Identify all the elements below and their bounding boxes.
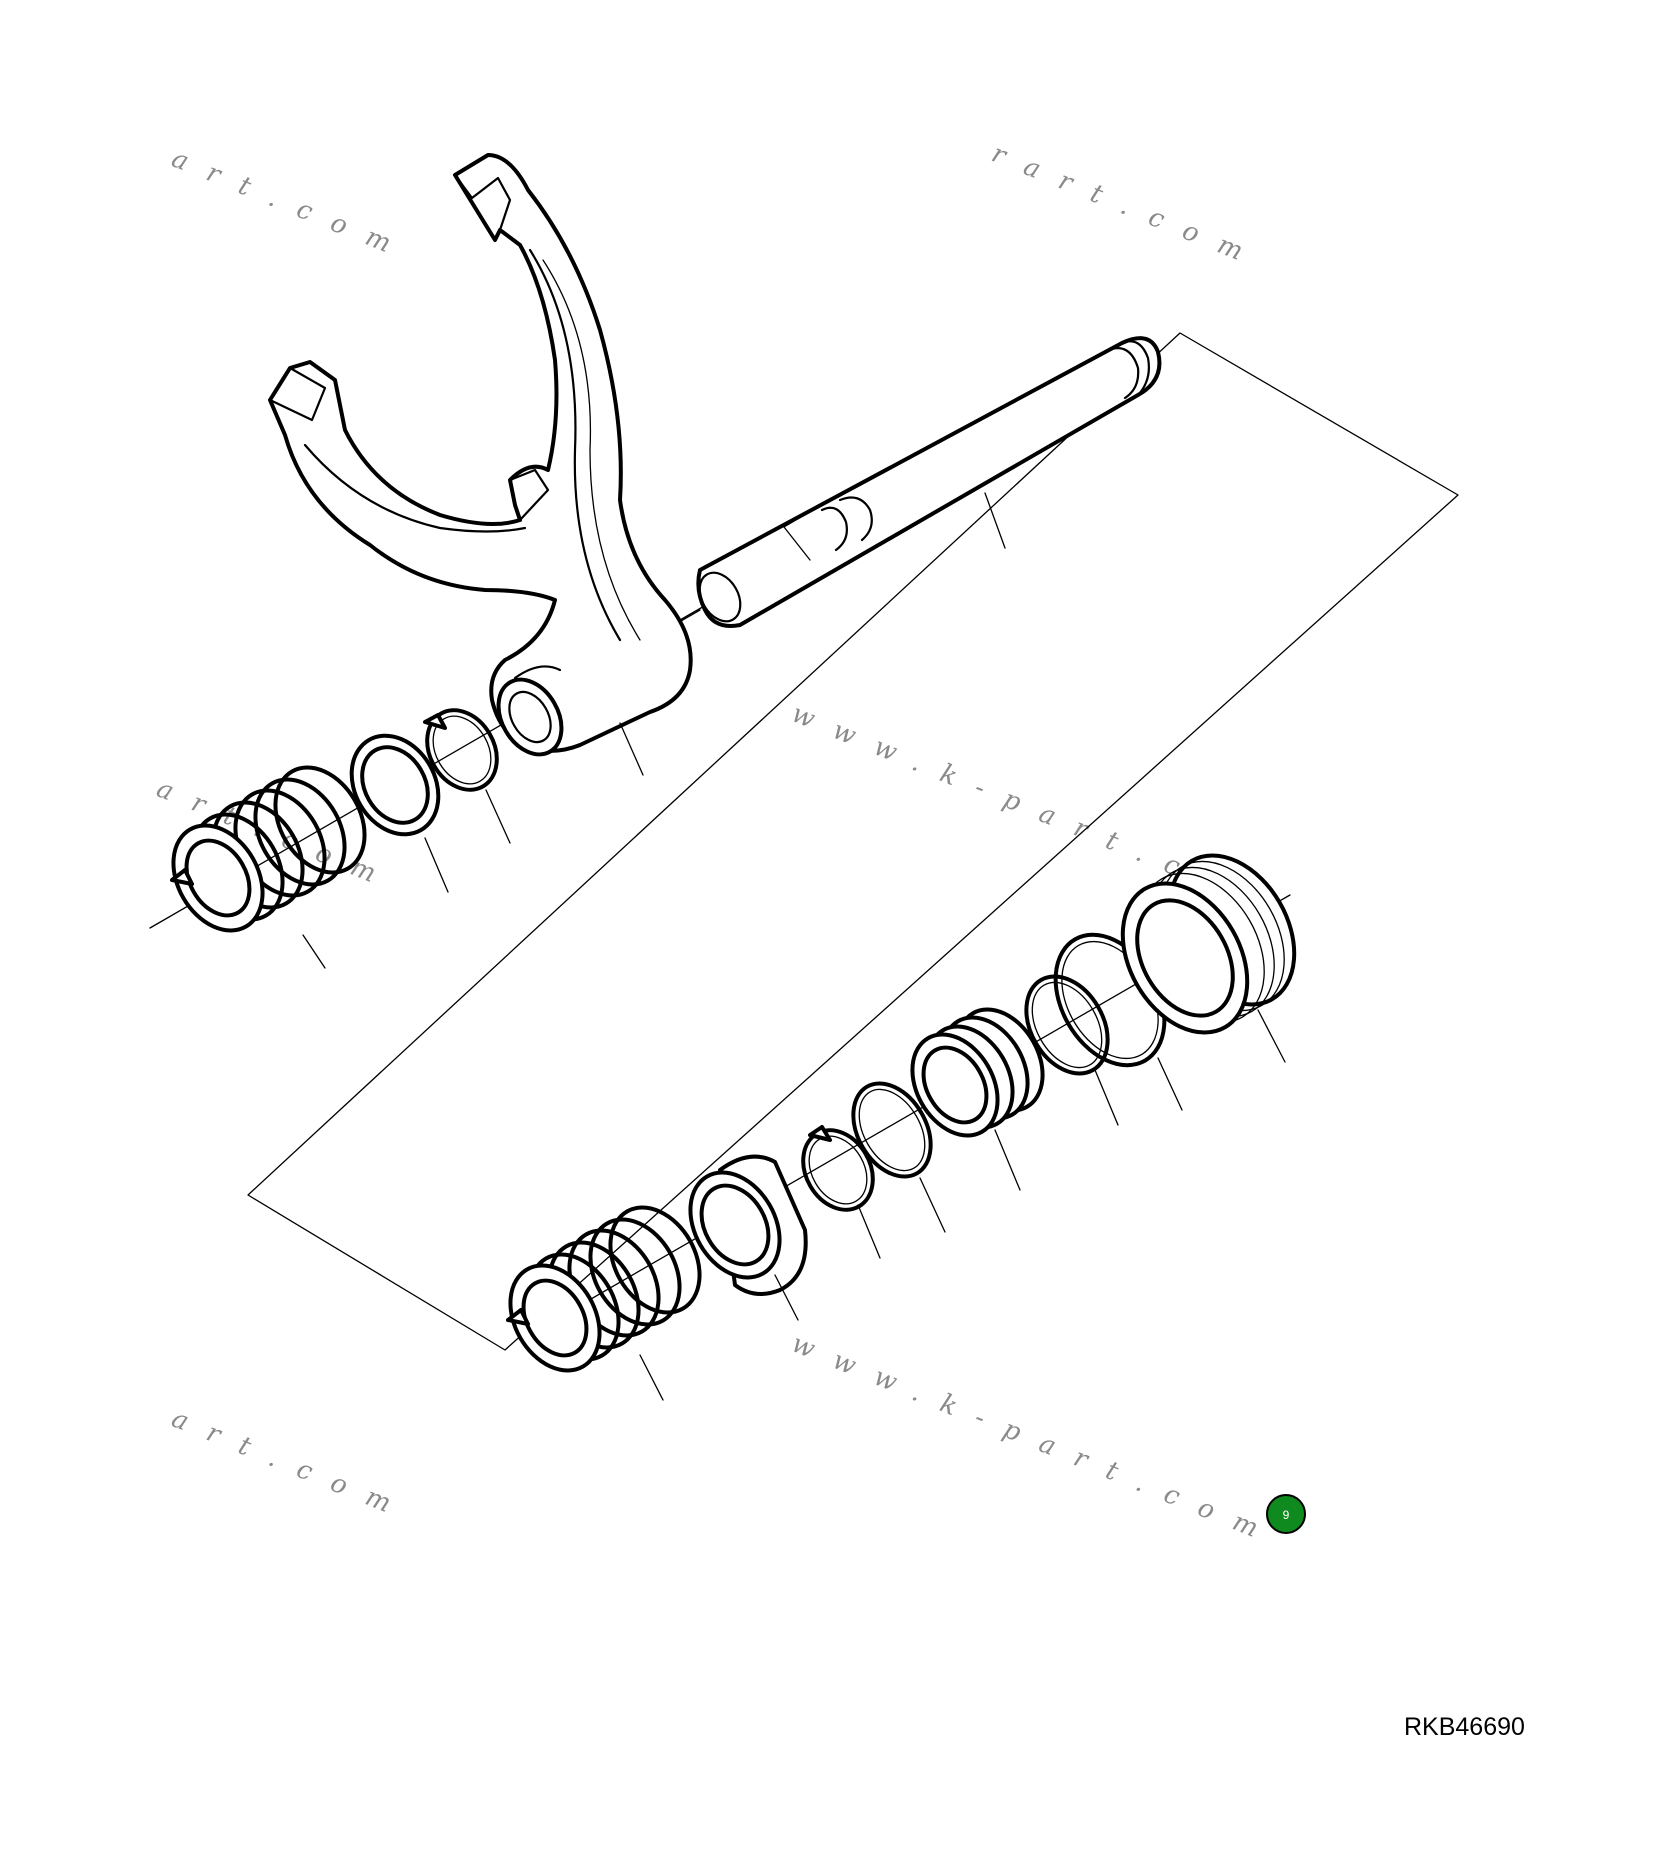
leader-upper-snap-ring: [485, 789, 511, 844]
callout-badge: [1266, 1494, 1306, 1534]
watermark-6: art.com: [167, 1404, 415, 1528]
leader-seal-ring-outer: [1157, 1057, 1183, 1111]
watermark-2: rart.com: [987, 139, 1267, 275]
leader-upper-washer: [424, 837, 449, 893]
assembly-frame: [247, 332, 1459, 1351]
seal-ring-inner: [1024, 974, 1110, 1076]
leader-seal-ring-inner: [1094, 1069, 1119, 1126]
drawing-reference-code: RKB46690: [1404, 1713, 1525, 1741]
callout-badge-label: 9: [1283, 1508, 1290, 1522]
leader-cylinder-cap: [1257, 1009, 1286, 1063]
upper-snap-ring: [423, 708, 499, 792]
leader-o-ring-small: [919, 1177, 946, 1233]
leader-shift-rod: [984, 492, 1006, 549]
shift-rod: [696, 336, 1162, 628]
leader-upper-spring: [302, 934, 326, 969]
piston: [910, 1007, 1045, 1138]
lower-snap-ring: [801, 1125, 875, 1212]
shift-fork: [268, 153, 693, 757]
lower-spring: [506, 1205, 702, 1373]
upper-washer: [349, 733, 441, 837]
upper-spring: [170, 765, 367, 933]
watermark-5: www.k-part.com: [787, 1329, 1282, 1552]
leader-shift-fork: [619, 722, 644, 776]
spacer-sleeve: [688, 1154, 808, 1296]
cylinder-cap: [1120, 853, 1297, 1035]
o-ring-small: [851, 1081, 933, 1179]
leader-piston: [994, 1129, 1021, 1191]
watermark-1: art.com: [167, 144, 415, 268]
leader-spacer-sleeve: [774, 1274, 799, 1321]
leader-lower-spring: [639, 1354, 664, 1401]
leader-lower-snap-ring: [857, 1204, 881, 1259]
